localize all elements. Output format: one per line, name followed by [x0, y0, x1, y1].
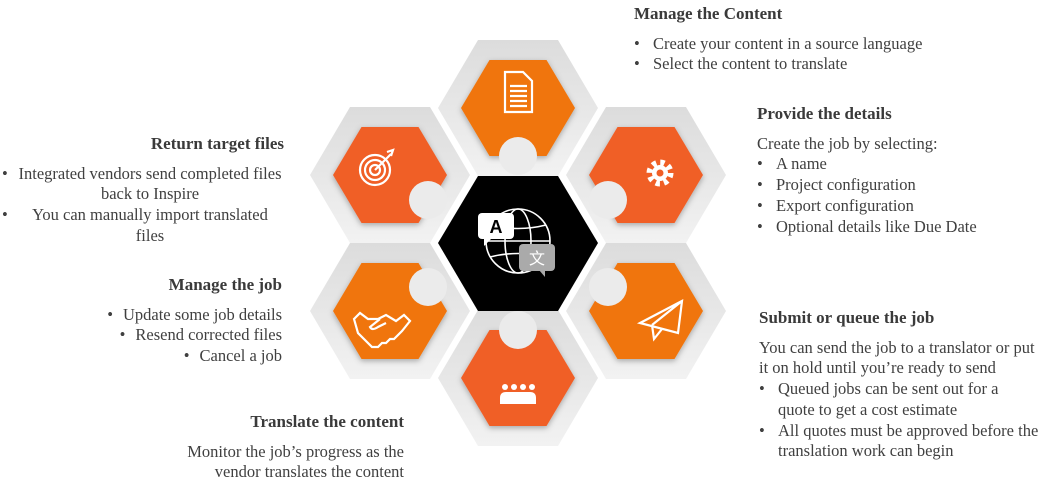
target-icon — [358, 148, 395, 187]
hex-tile-manage-job — [310, 243, 470, 379]
step-intro: Create the job by selecting: — [757, 133, 938, 153]
translate-globe-icon — [478, 208, 555, 277]
step-title: Manage the job — [168, 275, 282, 294]
step-submit-job: Submit or queue the job You can send the… — [759, 308, 1039, 462]
document-icon — [503, 70, 534, 114]
step-title: Submit or queue the job — [759, 308, 935, 327]
handshake-icon — [352, 311, 412, 349]
bullet: All quotes must be approved before the t… — [759, 421, 1039, 462]
step-title: Return target files — [150, 134, 284, 153]
step-intro: Monitor the job’s progress as the vendor… — [187, 441, 404, 482]
step-intro: You can send the job to a translator or … — [759, 337, 1035, 378]
center-hex — [438, 176, 598, 311]
bullet: Update some job details — [60, 305, 282, 326]
bullet: You can manually import translated files — [2, 205, 284, 246]
bullet: Optional details like Due Date — [757, 217, 977, 238]
bullet: Project configuration — [757, 175, 977, 196]
step-manage-job: Manage the job Update some job details R… — [60, 275, 282, 367]
hex-tile-translate-content — [438, 310, 598, 446]
hex-tile-manage-content — [438, 40, 598, 176]
step-title: Translate the content — [250, 412, 404, 431]
step-translate-content: Translate the content Monitor the job’s … — [160, 412, 404, 483]
bullet: Resend corrected files — [60, 325, 282, 346]
bullet: Export configuration — [757, 196, 977, 217]
step-provide-details: Provide the details Create the job by se… — [757, 104, 977, 237]
bullet: Create your content in a source language — [634, 34, 922, 55]
bullet: Integrated vendors send completed files … — [2, 164, 284, 205]
bullet: A name — [757, 154, 977, 175]
center-letter-b: 文 — [529, 249, 545, 268]
step-title: Manage the Content — [634, 4, 783, 23]
hex-tile-return-files — [310, 107, 470, 243]
step-manage-content: Manage the Content Create your content i… — [634, 4, 922, 75]
hex-tile-provide-details — [566, 107, 726, 243]
center-letter-a: A — [490, 217, 503, 237]
bullet: Queued jobs can be sent out for a quote … — [759, 379, 1039, 420]
hex-tile-submit-job — [566, 243, 726, 379]
bullet: Cancel a job — [60, 346, 282, 367]
step-title: Provide the details — [757, 104, 892, 123]
paper-plane-icon — [636, 299, 684, 342]
gear-icon — [646, 159, 674, 187]
people-icon — [500, 384, 536, 404]
step-return-files: Return target files Integrated vendors s… — [2, 134, 284, 247]
bullet: Select the content to translate — [634, 54, 922, 75]
